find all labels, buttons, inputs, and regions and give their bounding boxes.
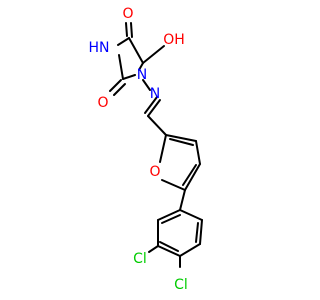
hydroxyl-label: OH bbox=[163, 32, 185, 48]
biaryl-bond bbox=[179, 189, 186, 211]
furan-ring bbox=[159, 134, 201, 191]
imine-nitrogen-label: N bbox=[150, 86, 160, 102]
hydantoin-ring bbox=[109, 22, 165, 96]
imine-linker bbox=[142, 79, 167, 136]
nh-label: HN bbox=[89, 40, 110, 56]
dichlorophenyl-ring bbox=[148, 209, 203, 268]
chemical-structure-diagram: O HN OH O N N O Cl Cl bbox=[89, 6, 203, 293]
carbonyl-oxygen-label: O bbox=[97, 95, 108, 111]
furan-oxygen-label: O bbox=[149, 164, 160, 180]
ketone-oxygen-label: O bbox=[122, 6, 133, 22]
ring-nitrogen-label: N bbox=[137, 67, 147, 83]
chlorine-lower-label: Cl bbox=[174, 277, 188, 293]
chlorine-upper-label: Cl bbox=[133, 251, 147, 267]
